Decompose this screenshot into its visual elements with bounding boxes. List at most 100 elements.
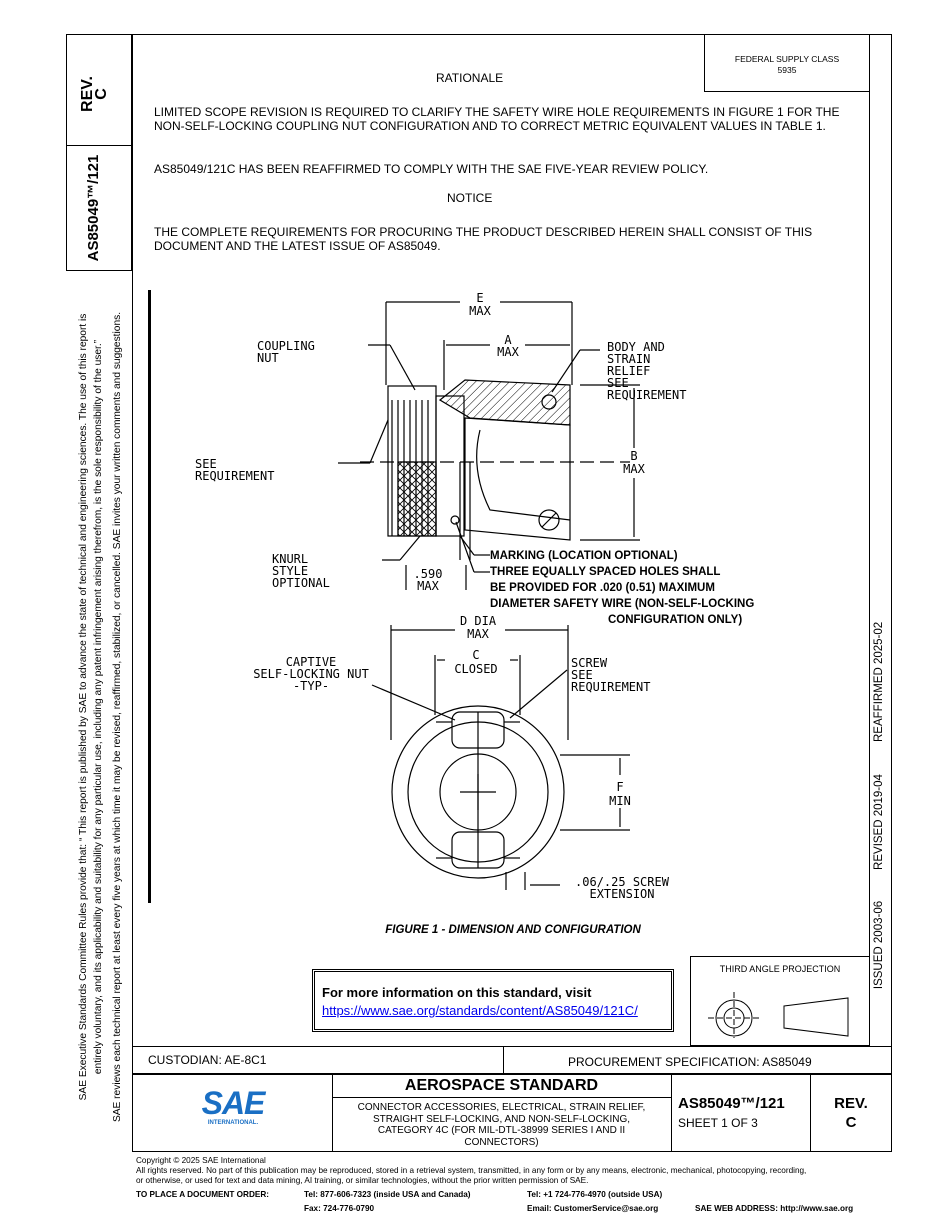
label-body-3: SEE REQUIREMENT [607, 376, 687, 402]
label-captive-1: CAPTIVE [285, 655, 337, 669]
label-marking: MARKING (LOCATION OPTIONAL) [490, 550, 678, 562]
label-b-max: MAX [623, 462, 645, 476]
sae-logo-text: SAE [201, 1085, 266, 1121]
label-screw-3: REQUIREMENT [571, 680, 651, 694]
label-c-closed: CLOSED [454, 662, 498, 676]
date-issued: ISSUED 2003-06 [873, 900, 885, 990]
federal-supply-box [704, 34, 870, 92]
label-d-max: MAX [467, 627, 489, 641]
federal-supply-line2: 5935 [777, 65, 797, 75]
label-see-requirement: SEE REQUIREMENT [195, 457, 275, 483]
third-angle-label: THIRD ANGLE PROJECTION [719, 964, 841, 974]
document-title-line1: CONNECTOR ACCESSORIES, ELECTRICAL, STRAI… [357, 1102, 646, 1113]
label-holes-note: MARKING (LOCATION OPTIONAL) THREE EQUALL… [490, 548, 754, 628]
label-screw-1: SCREW [571, 656, 608, 670]
label-body: BODY AND STRAIN RELIEF SEE REQUIREMENT [607, 341, 686, 401]
document-title-line2: STRAIGHT SELF-LOCKING, AND NON-SELF-LOCK… [372, 1113, 631, 1125]
rationale-heading: RATIONALE [436, 71, 504, 85]
federal-supply-line1: FEDERAL SUPPLY CLASS [734, 54, 840, 64]
custodian-divider [503, 1046, 504, 1073]
info-box [312, 969, 674, 1032]
label-e: E [476, 291, 484, 305]
label-knurl-2: OPTIONAL [272, 576, 330, 590]
third-angle-symbol-icon [708, 992, 849, 1038]
footer-web: SAE WEB ADDRESS: http://www.sae.org [695, 1204, 854, 1213]
label-captive-3: -TYP- [292, 679, 330, 693]
label-screw: SCREW SEE REQUIREMENT [571, 657, 650, 693]
label-e-max: MAX [469, 304, 491, 318]
sae-logo-sub: INTERNATIONAL. [207, 1120, 259, 1126]
label-holes-4: CONFIGURATION ONLY) [608, 614, 743, 626]
info-box-title: For more information on this standard, v… [322, 985, 592, 1000]
margin-notice-line3: SAE reviews each technical report at lea… [112, 311, 123, 1123]
number-divider [671, 1075, 672, 1152]
label-screw-ext-1: .06/.25 SCREW [575, 875, 669, 889]
label-f: F [616, 780, 624, 794]
footer-email: Email: CustomerService@sae.org [527, 1204, 659, 1213]
label-captive: CAPTIVE SELF-LOCKING NUT -TYP- [236, 656, 386, 692]
footer-rights-2: or otherwise, or used for text and data … [136, 1176, 589, 1185]
footer-rights-1: All rights reserved. No part of this pub… [136, 1166, 807, 1175]
footer-tel-usa: Tel: 877-606-7323 (inside USA and Canada… [304, 1190, 471, 1199]
label-c: C [472, 648, 480, 662]
change-bar [148, 290, 151, 903]
label-f-min: MIN [609, 794, 631, 808]
label-a: A [504, 333, 512, 347]
left-margin-frame [66, 34, 132, 271]
label-holes-2: BE PROVIDED FOR .020 (0.51) MAXIMUM [490, 582, 715, 594]
sheet-number: SHEET 1 OF 3 [678, 1116, 758, 1130]
label-holes-1: THREE EQUALLY SPACED HOLES SHALL [490, 566, 721, 578]
standard-type: AEROSPACE STANDARD [404, 1077, 599, 1094]
label-knurl-1: KNURL STYLE [272, 552, 309, 578]
title-block-mid-rule [132, 1073, 892, 1075]
title-doc-number: AS85049™/121 [678, 1095, 785, 1112]
rationale-paragraph-1: LIMITED SCOPE REVISION IS REQUIRED TO CL… [154, 105, 840, 133]
title-block-top-rule [132, 1046, 892, 1047]
footer-tel-outside: Tel: +1 724-776-4970 (outside USA) [527, 1190, 663, 1199]
title-rev-label: REV. [834, 1095, 868, 1112]
figure-drawing [338, 301, 640, 890]
notice-paragraph: THE COMPLETE REQUIREMENTS FOR PROCURING … [154, 225, 813, 253]
figure-caption: FIGURE 1 - DIMENSION AND CONFIGURATION [385, 924, 641, 936]
standard-type-rule [332, 1097, 671, 1098]
third-angle-box [690, 956, 870, 1046]
footer-copyright: Copyright © 2025 SAE International [136, 1156, 266, 1165]
date-revised: REVISED 2019-04 [873, 774, 885, 870]
sae-logo: SAE INTERNATIONAL. [200, 1086, 266, 1126]
document-title: CONNECTOR ACCESSORIES, ELECTRICAL, STRAI… [332, 1102, 671, 1148]
label-coupling-nut: COUPLING NUT [257, 339, 315, 365]
title-rev: REV. C [810, 1094, 892, 1132]
logo-divider [332, 1075, 333, 1152]
date-reaffirmed: REAFFIRMED 2025-02 [873, 621, 885, 742]
procurement-spec: PROCUREMENT SPECIFICATION: AS85049 [568, 1055, 812, 1069]
margin-notice-line2: entirely voluntary, and its applicabilit… [93, 339, 104, 1075]
custodian: CUSTODIAN: AE-8C1 [148, 1053, 267, 1067]
label-d: D DIA [459, 614, 497, 628]
title-rev-value: C [845, 1114, 857, 1131]
footer: Copyright © 2025 SAE International All r… [136, 1156, 906, 1186]
label-590-max: MAX [417, 579, 439, 593]
info-box-link[interactable]: https://www.sae.org/standards/content/AS… [322, 1003, 638, 1018]
right-strip-line [869, 34, 870, 1046]
main-frame [132, 34, 892, 1152]
document-title-line3: CATEGORY 4C (FOR MIL-DTL-38999 SERIES I … [377, 1125, 626, 1136]
label-knurl: KNURL STYLE OPTIONAL [272, 553, 330, 589]
label-body-1: BODY AND [607, 340, 665, 354]
rationale-paragraph-2: AS85049/121C HAS BEEN REAFFIRMED TO COMP… [154, 162, 709, 176]
margin-notice-line1: SAE Executive Standards Committee Rules … [78, 313, 89, 1101]
margin-doc-number: AS85049™/121 [85, 154, 102, 262]
label-screw-ext-2: EXTENSION [589, 887, 655, 901]
margin-rev-value: C [93, 88, 110, 100]
label-screw-2: SEE [571, 668, 593, 682]
label-590: .590 [413, 567, 443, 581]
document-title-line4: CONNECTORS) [464, 1136, 539, 1148]
label-holes-3: DIAMETER SAFETY WIRE (NON-SELF-LOCKING [490, 598, 755, 610]
label-captive-2: SELF-LOCKING NUT [253, 667, 369, 681]
label-body-2: STRAIN RELIEF [607, 352, 651, 378]
federal-supply-text: FEDERAL SUPPLY CLASS 5935 [704, 54, 870, 76]
notice-heading: NOTICE [447, 191, 493, 205]
footer-fax: Fax: 724-776-0790 [304, 1204, 375, 1213]
label-b: B [630, 449, 638, 463]
label-a-max: MAX [497, 345, 519, 359]
label-screw-ext: .06/.25 SCREW EXTENSION [566, 876, 678, 900]
